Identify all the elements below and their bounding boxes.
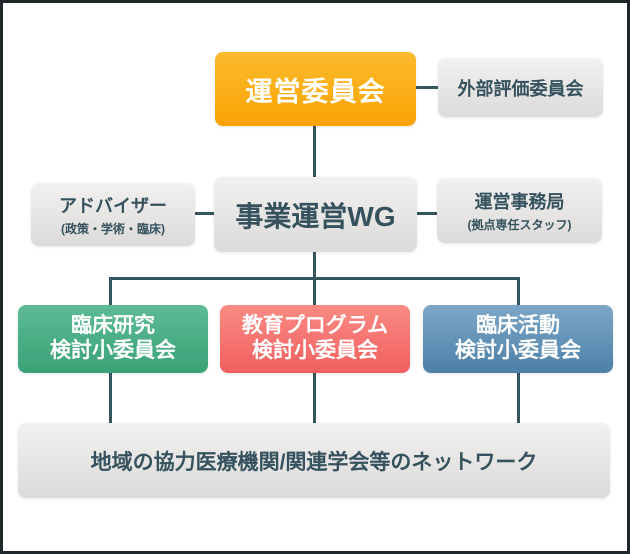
steering-committee-label: 運営委員会 [245, 76, 386, 107]
connector-steering-to-wg [313, 126, 316, 178]
adviser-box: アドバイザー (政策・学術・臨床) [31, 183, 195, 246]
regional-network-box: 地域の協力医療機関/関連学会等のネットワーク [18, 423, 610, 498]
education-program-subcommittee-line2: 検討小委員会 [252, 339, 378, 362]
connector-wg-to-bus [313, 251, 316, 280]
clinical-activity-subcommittee-line2: 検討小委員会 [455, 339, 581, 362]
clinical-research-subcommittee-box: 臨床研究 検討小委員会 [18, 305, 208, 373]
operations-office-sublabel: (拠点専任スタッフ) [467, 218, 572, 232]
clinical-research-subcommittee-line2: 検討小委員会 [50, 339, 176, 362]
regional-network-label: 地域の協力医療機関/関連学会等のネットワーク [90, 450, 538, 474]
connector-wg-to-office [416, 212, 438, 215]
external-evaluation-committee-label: 外部評価委員会 [457, 78, 584, 99]
education-program-subcommittee-line1: 教育プログラム [241, 314, 389, 338]
business-operation-wg-box: 事業運営WG [214, 177, 417, 252]
clinical-activity-subcommittee-line1: 臨床活動 [476, 314, 560, 338]
connector-adviser-to-wg [194, 212, 215, 215]
adviser-label: アドバイザー [59, 196, 167, 216]
operations-office-box: 運営事務局 (拠点専任スタッフ) [437, 178, 602, 243]
steering-committee-box: 運営委員会 [215, 52, 416, 126]
connector-steering-to-external [416, 86, 440, 89]
business-operation-wg-label: 事業運営WG [235, 200, 396, 232]
education-program-subcommittee-box: 教育プログラム 検討小委員会 [220, 305, 410, 373]
adviser-sublabel: (政策・学術・臨床) [61, 222, 165, 236]
clinical-activity-subcommittee-box: 臨床活動 検討小委員会 [423, 305, 613, 373]
operations-office-label: 運営事務局 [474, 192, 565, 212]
external-evaluation-committee-box: 外部評価委員会 [438, 58, 603, 117]
clinical-research-subcommittee-line1: 臨床研究 [71, 314, 155, 338]
